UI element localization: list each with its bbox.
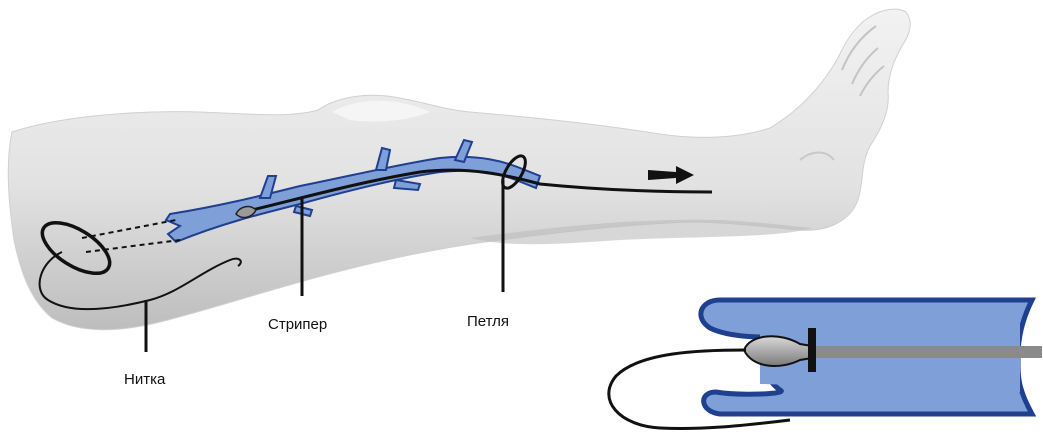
label-stripper: Стрипер [268, 316, 327, 333]
inset-detail [609, 300, 1042, 429]
inset-knot [808, 328, 816, 372]
label-loop: Петля [467, 313, 509, 330]
label-thread: Нитка [124, 371, 165, 388]
inset-rod [810, 346, 1042, 358]
